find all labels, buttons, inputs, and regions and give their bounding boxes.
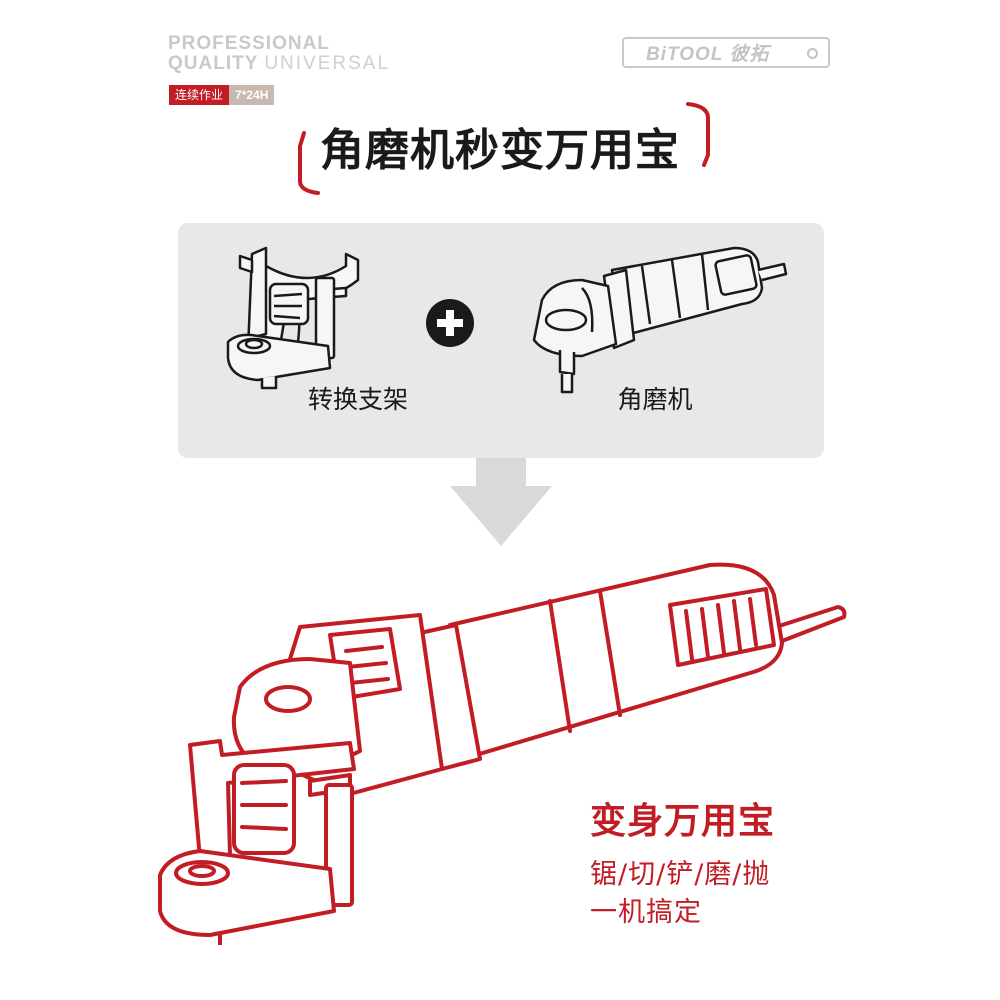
badge-label: 连续作业 — [169, 85, 230, 105]
bracket-label: 转换支架 — [307, 385, 408, 414]
continuous-operation-badge: 连续作业 7*24H — [169, 85, 275, 105]
tagline-line2: QUALITY UNIVERSAL — [168, 54, 390, 74]
tagline-line1: PROFESSIONAL — [168, 33, 330, 54]
logo-dot-icon — [807, 48, 818, 59]
feature-line2: 一机搞定 — [590, 897, 702, 928]
page-title: 角磨机秒变万用宝 — [320, 125, 680, 176]
tagline: PROFESSIONAL QUALITY UNIVERSAL — [168, 34, 390, 74]
brand-logo: BiTOOL 彼拓 — [622, 37, 830, 68]
tagline-quality: QUALITY — [168, 53, 259, 74]
plus-icon — [426, 299, 474, 347]
conversion-bracket-icon — [226, 246, 360, 390]
down-arrow-icon — [450, 458, 552, 546]
tagline-universal: UNIVERSAL — [264, 53, 391, 74]
title-brackets — [298, 102, 710, 195]
grinder-label: 角磨机 — [617, 385, 693, 414]
angle-grinder-icon — [532, 246, 788, 394]
converted-grinder-illustration — [158, 562, 847, 945]
badge-value: 7*24H — [229, 85, 275, 105]
feature-description: 锯/切/铲/磨/抛 一机搞定 — [590, 856, 770, 932]
left-bracket-icon — [298, 131, 320, 195]
feature-heading: 变身万用宝 — [590, 801, 776, 842]
feature-line1: 锯/切/铲/磨/抛 — [590, 859, 771, 890]
brand-logo-text: BiTOOL 彼拓 — [646, 44, 770, 65]
right-bracket-icon — [686, 102, 710, 167]
